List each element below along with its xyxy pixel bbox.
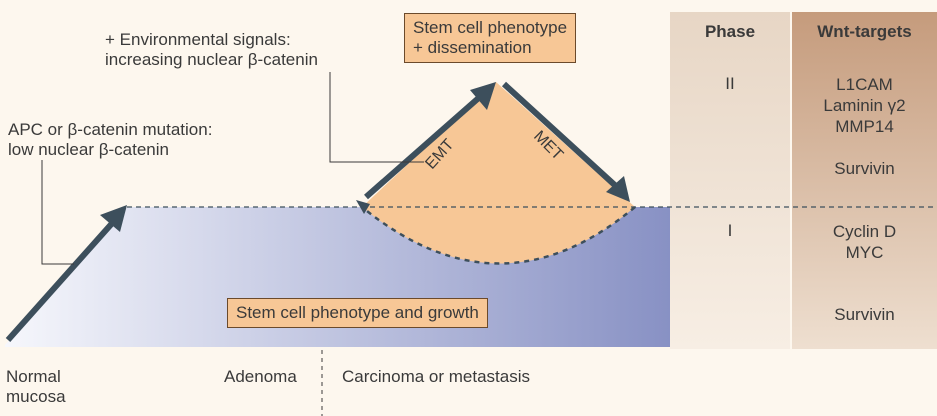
stem-cell-growth-box: Stem cell phenotype and growth bbox=[227, 298, 488, 328]
apc-mutation-label-line1: APC or β-catenin mutation: bbox=[8, 120, 213, 139]
target-cyclin-d: Cyclin D bbox=[832, 222, 897, 241]
wnt-targets-header: Wnt-targets bbox=[817, 22, 912, 41]
phase-column bbox=[670, 12, 790, 349]
stem-cell-dissemination-line1: Stem cell phenotype bbox=[413, 18, 568, 37]
phase-i: I bbox=[727, 221, 733, 240]
mutation-arrow bbox=[5, 218, 118, 342]
apc-leader-line bbox=[41, 160, 74, 265]
met-arrow bbox=[501, 81, 621, 191]
emt-met-region bbox=[362, 82, 635, 264]
stage-normal-line1: Normal bbox=[6, 367, 61, 386]
phase-ii: II bbox=[725, 74, 735, 93]
target-myc: MYC bbox=[845, 243, 884, 262]
stage-adenoma: Adenoma bbox=[224, 367, 297, 386]
env-leader-line bbox=[329, 72, 424, 163]
stem-cell-dissemination-line2: + dissemination bbox=[413, 38, 532, 57]
phase-header: Phase bbox=[704, 22, 756, 41]
env-signals-label-line1: + Environmental signals: bbox=[105, 30, 291, 49]
emt-arrow bbox=[364, 92, 484, 200]
target-survivin-ii: Survivin bbox=[834, 159, 895, 178]
target-laminin: Laminin γ2 bbox=[823, 96, 906, 115]
mutation-arrowhead bbox=[100, 205, 127, 232]
stem-cell-dissemination-box: Stem cell phenotype + dissemination bbox=[404, 13, 577, 63]
stage-normal-line2: mucosa bbox=[6, 387, 66, 406]
wnt-targets-column bbox=[792, 12, 937, 349]
emt-arrowhead bbox=[470, 82, 496, 110]
env-signals-label-line2: increasing nuclear β-catenin bbox=[105, 50, 318, 69]
met-arrowhead bbox=[606, 176, 630, 202]
target-l1cam: L1CAM bbox=[836, 75, 893, 94]
met-return-arc bbox=[361, 206, 636, 265]
apc-mutation-label-line2: low nuclear β-catenin bbox=[8, 140, 169, 159]
stage-carcinoma: Carcinoma or metastasis bbox=[342, 367, 531, 386]
target-survivin-i: Survivin bbox=[834, 305, 895, 324]
target-mmp14: MMP14 bbox=[835, 117, 894, 136]
